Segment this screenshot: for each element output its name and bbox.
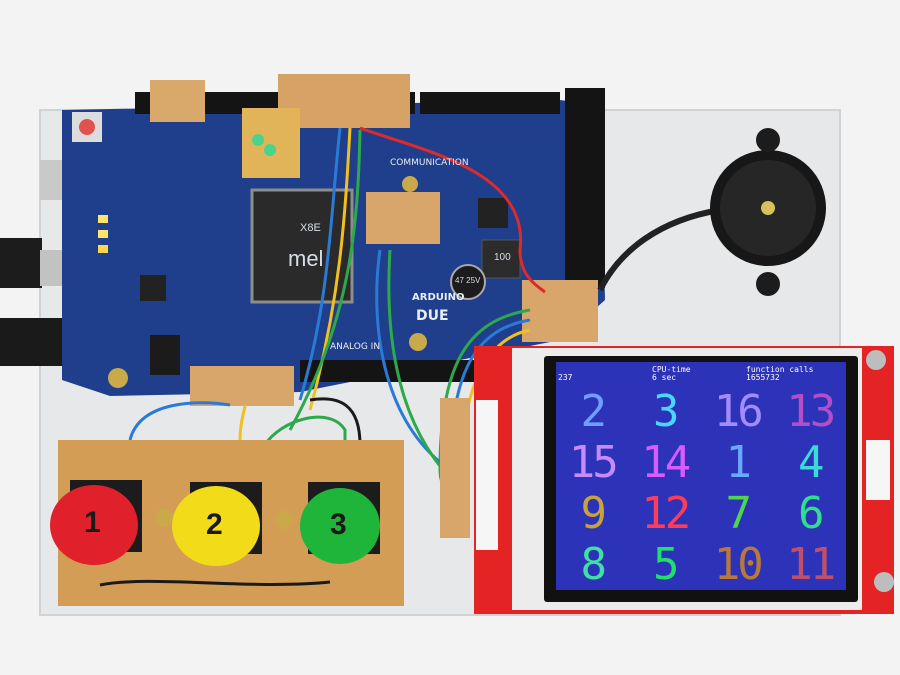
grid-cell: 8 [580,539,607,590]
buzzer-hole [761,201,775,215]
green-led [264,144,276,156]
grid-cell: 2 [580,386,607,437]
perfboard-right [522,280,598,342]
led [98,245,108,253]
grid-cell: 11 [786,539,836,590]
yellow-button-cap [172,486,260,566]
red-button-cap [50,485,138,565]
corner-number: 237 [558,373,573,382]
cpu-time-label: CPU-time [652,365,691,374]
display-pins-right [866,440,890,500]
grid-cell: 1 [725,437,752,488]
grid-cell: 9 [580,488,607,539]
usb-cable [0,238,42,288]
screw [155,509,173,527]
grid-cell: 7 [725,488,752,539]
grid-cell: 13 [786,386,836,437]
green-wire [288,129,362,431]
grid-cell: 3 [653,386,679,437]
blue-wire [298,127,342,401]
perfboard-mid [366,192,440,244]
function-calls-label: function calls [746,365,814,374]
screw [874,572,894,592]
grid-cell: 10 [713,539,764,590]
button-2-label: 2 [206,508,223,541]
yellow-wire-4 [238,404,247,441]
screw [108,368,128,388]
chip-text: mel [288,246,324,271]
small-chip [478,198,508,228]
capacitor [450,264,486,300]
buzzer-cable [597,207,721,292]
header-top-right [420,92,560,114]
display-adapter [440,398,470,538]
analog-label: ANALOG IN [330,342,381,352]
green-button-cap [300,488,380,564]
green-led [252,134,264,146]
green-wire-3 [387,249,454,482]
perfboard-bottom [190,366,294,406]
arduino-logo: ARDUINO [412,292,465,303]
capacitor-text: 47 25V [455,276,481,285]
inductor [481,239,521,279]
grid-cell: 14 [641,437,691,488]
grid-cell: 16 [713,386,764,437]
number-grid: 2 3 16 13 15 14 1 4 9 12 7 6 8 5 10 11 [556,386,846,590]
screw [402,176,418,192]
due-label: DUE [416,308,449,324]
grid-cell: 15 [568,437,619,488]
power-jack [0,318,70,366]
led [98,215,108,223]
grid-cell: 6 [798,488,824,539]
screw [409,333,427,351]
screw [275,511,293,529]
lcd-screen: 237 CPU-time 6 sec function calls 165573… [556,362,846,590]
screw [866,350,886,370]
buzzer-tab [756,272,780,296]
communication-label: COMMUNICATION [390,158,469,168]
cpu-time-value: 6 sec [652,373,677,382]
perfboard-led [242,108,300,178]
green-wire-4 [263,415,347,450]
red-wire [359,126,546,294]
button-3-label: 3 [330,508,347,541]
chip-code: X8E [300,222,321,234]
led [98,230,108,238]
buzzer-tab [756,128,780,152]
blue-wire-4 [128,401,231,441]
jumper-wire [99,579,331,587]
grid-cell: 12 [641,488,691,539]
chip-2 [140,275,166,301]
button-1-label: 1 [84,506,101,539]
grid-cell: 4 [798,437,824,488]
black-wire [309,397,362,446]
header-right [565,88,605,288]
inductor-text: 100 [494,252,511,263]
capacitor-2 [150,335,180,375]
reset-button [79,119,95,135]
perfboard-small [150,80,205,122]
function-calls-value: 1655732 [746,373,780,382]
grid-cell: 5 [653,539,679,590]
display-pins [476,400,498,550]
